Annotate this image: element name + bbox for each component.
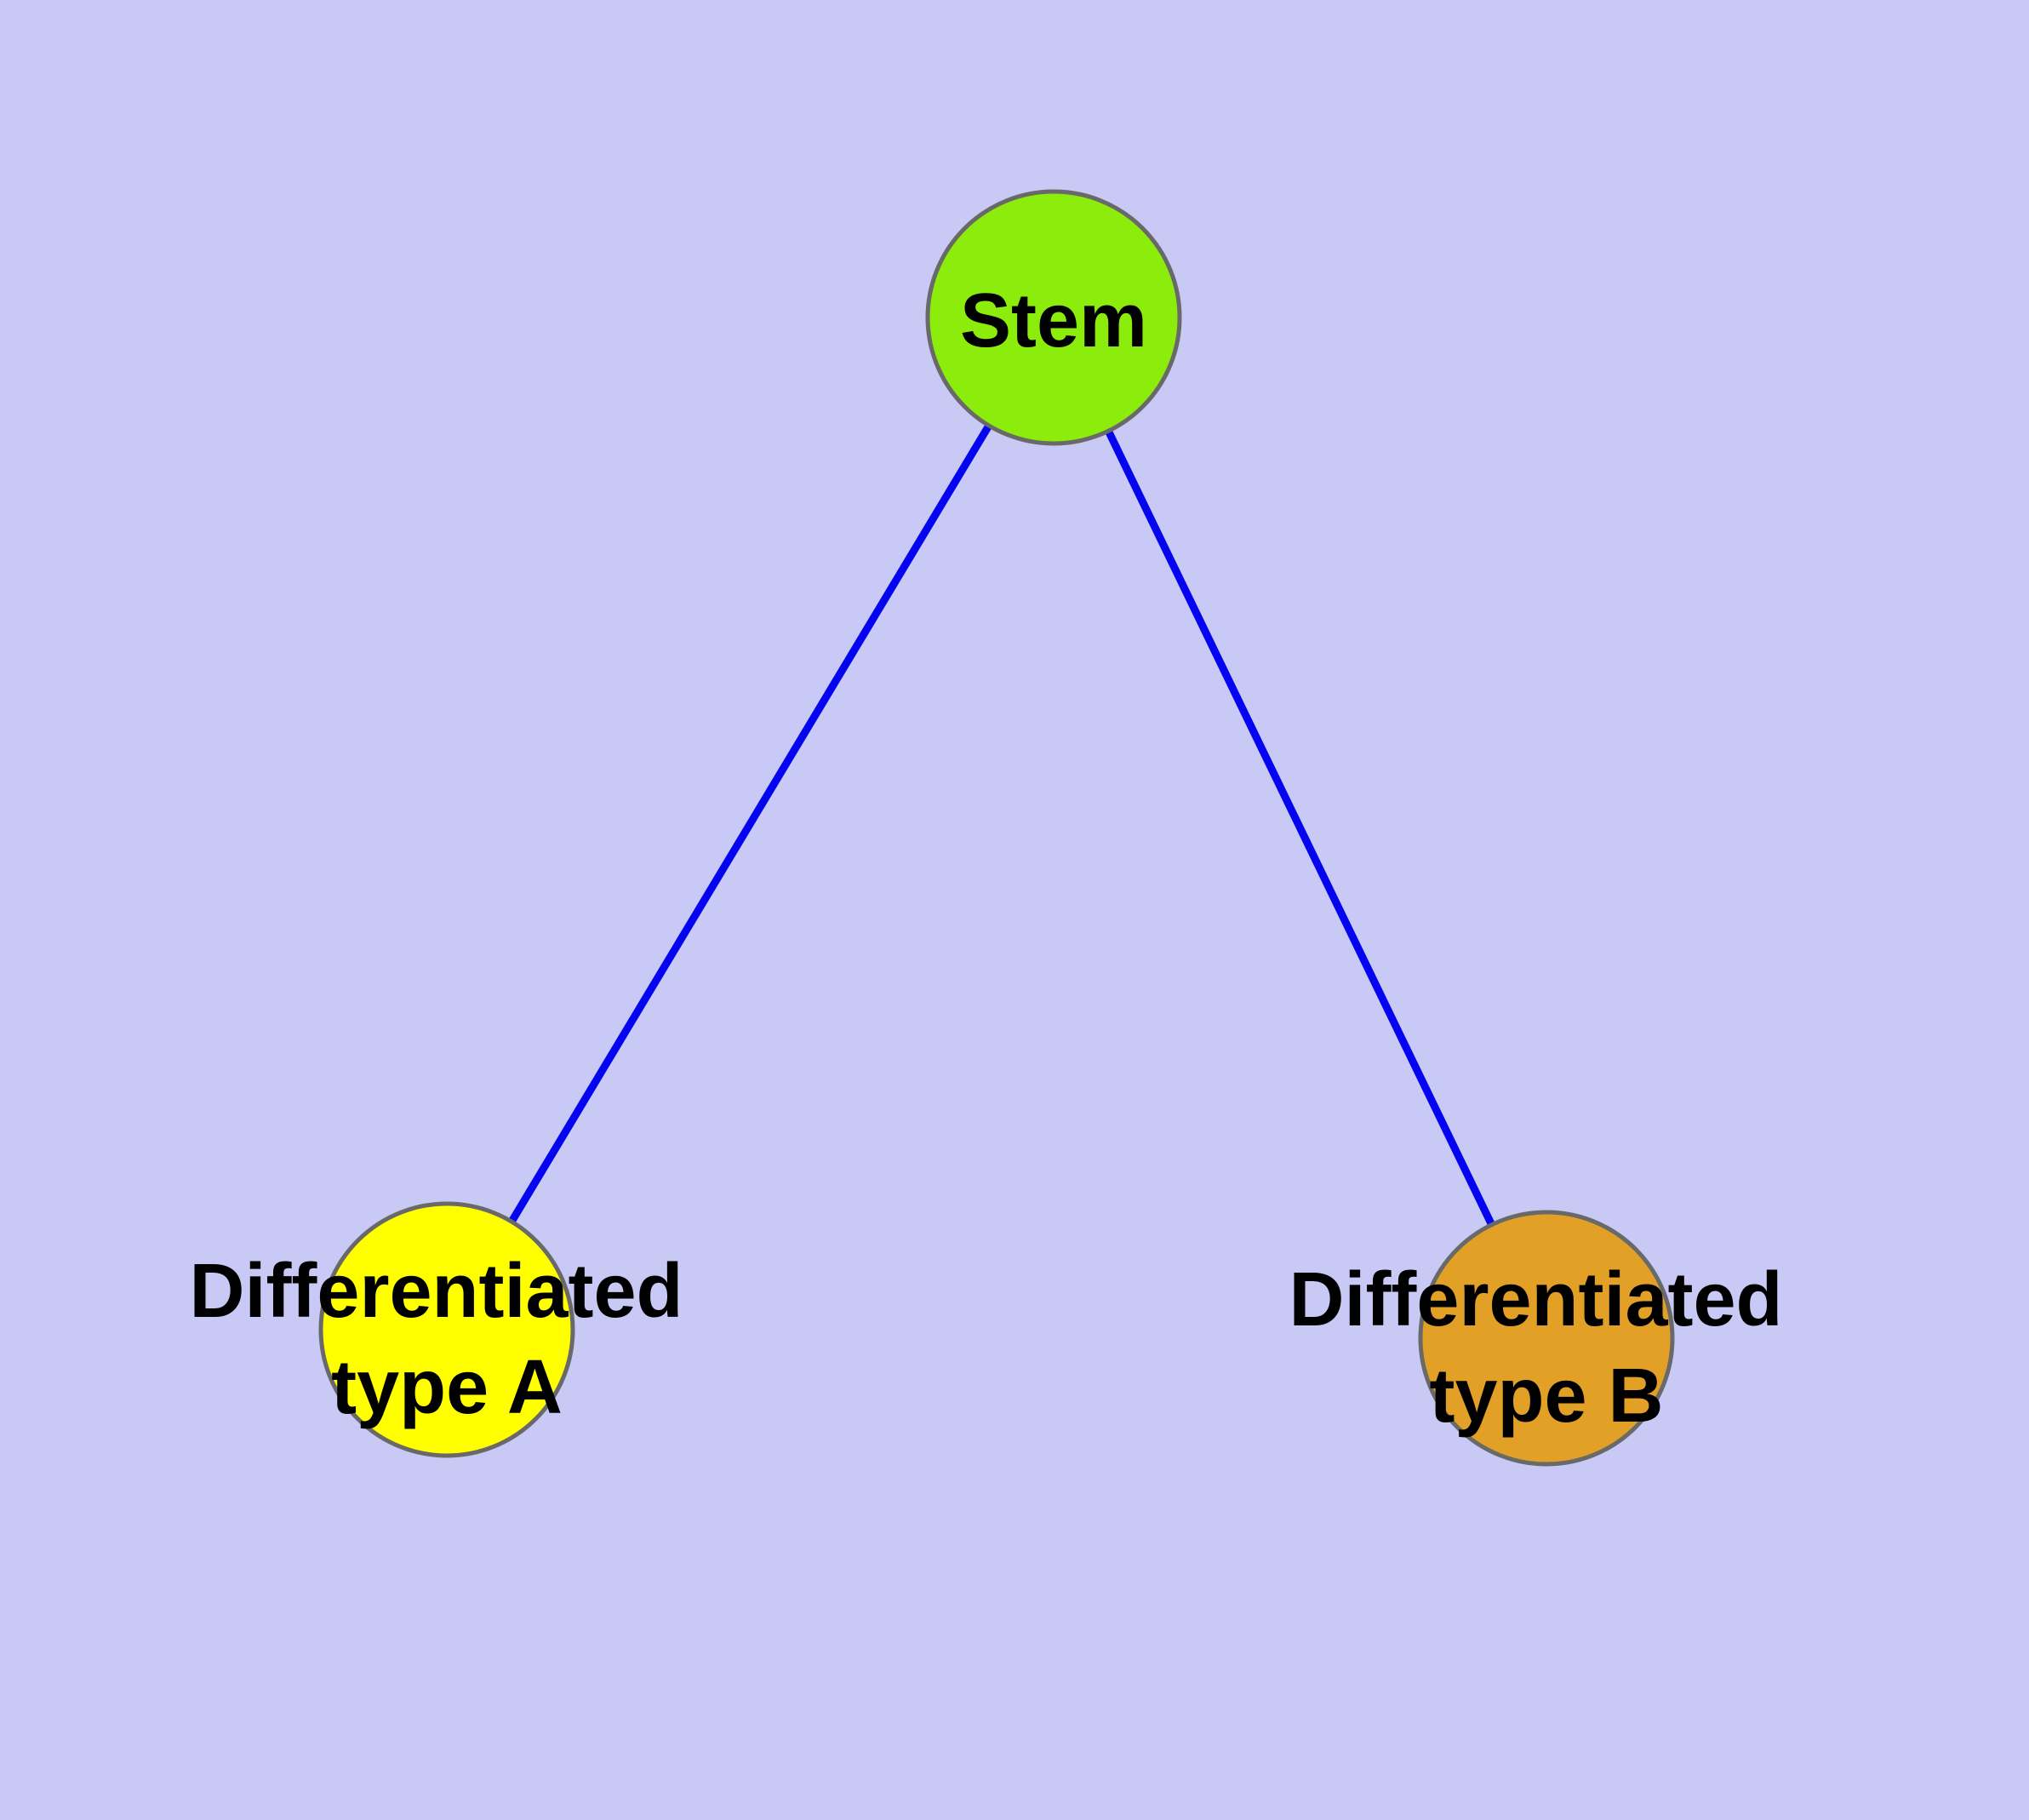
type-a-node-circle[interactable] bbox=[318, 1201, 575, 1458]
stem-node-circle[interactable] bbox=[925, 189, 1182, 446]
node-differentiated-type-a[interactable]: Differentiated type A bbox=[189, 1201, 704, 1458]
node-stem[interactable]: Stem bbox=[925, 189, 1182, 446]
type-b-label-line2: type B bbox=[1429, 1354, 1663, 1439]
type-b-label-line1: Differentiated bbox=[1289, 1257, 1782, 1342]
node-differentiated-type-b[interactable]: Differentiated type B bbox=[1289, 1210, 1803, 1467]
stem-node-label: Stem bbox=[960, 278, 1147, 363]
edge-stem-to-type-b bbox=[1049, 316, 1551, 1340]
type-a-node-label: Differentiated type A bbox=[189, 1249, 704, 1430]
type-a-label-line1: Differentiated bbox=[189, 1249, 683, 1334]
type-b-node-circle[interactable] bbox=[1418, 1210, 1675, 1467]
type-a-label-line2: type A bbox=[331, 1345, 563, 1430]
edge-stem-to-type-a bbox=[443, 315, 1057, 1332]
type-b-node-label: Differentiated type B bbox=[1289, 1257, 1803, 1439]
